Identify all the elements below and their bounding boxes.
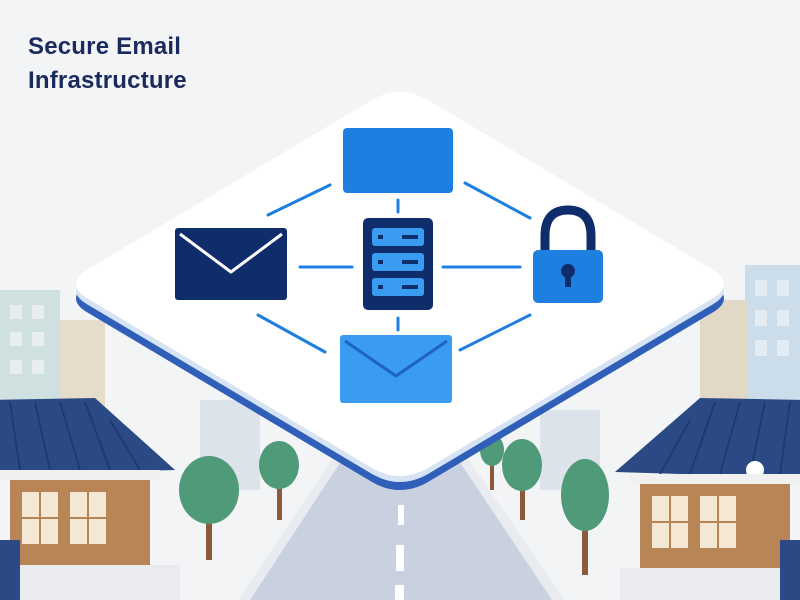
connection-lines xyxy=(256,181,532,354)
title-line-1: Secure Email xyxy=(28,33,182,60)
envelope-dark-icon xyxy=(175,228,287,300)
hanok-right xyxy=(615,398,800,600)
window-panel-icon xyxy=(343,128,453,193)
road xyxy=(238,440,565,600)
padlock-icon xyxy=(533,205,603,303)
envelope-light-icon xyxy=(340,335,452,403)
hanok-left xyxy=(0,398,180,600)
server-stack-icon xyxy=(363,218,433,310)
page-title: Secure Email Infrastructure xyxy=(28,30,187,98)
title-line-2: Infrastructure xyxy=(28,67,187,94)
trees xyxy=(179,434,609,575)
